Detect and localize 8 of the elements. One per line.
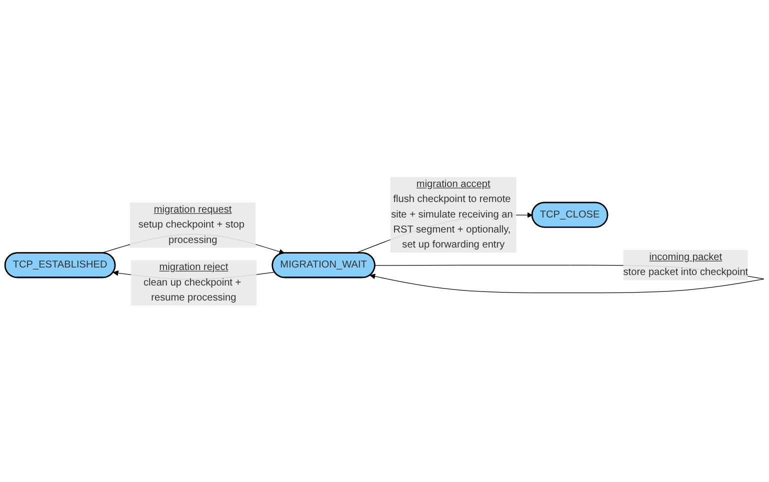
edge-label: migration reject <box>159 262 228 272</box>
edge-label: store packet into checkpoint <box>623 266 748 278</box>
edge-label: setup checkpoint + stop processing <box>138 219 244 246</box>
edge-label: incoming packet <box>649 252 722 262</box>
edge-label: clean up checkpoint + resume processing <box>143 276 242 303</box>
edge-label: migration request <box>154 204 232 215</box>
edge-label: flush checkpoint to remote site + simulate receiving an RST segment + optionally, set up forwarding entry <box>391 194 513 250</box>
edge-label: migration accept <box>416 178 490 190</box>
